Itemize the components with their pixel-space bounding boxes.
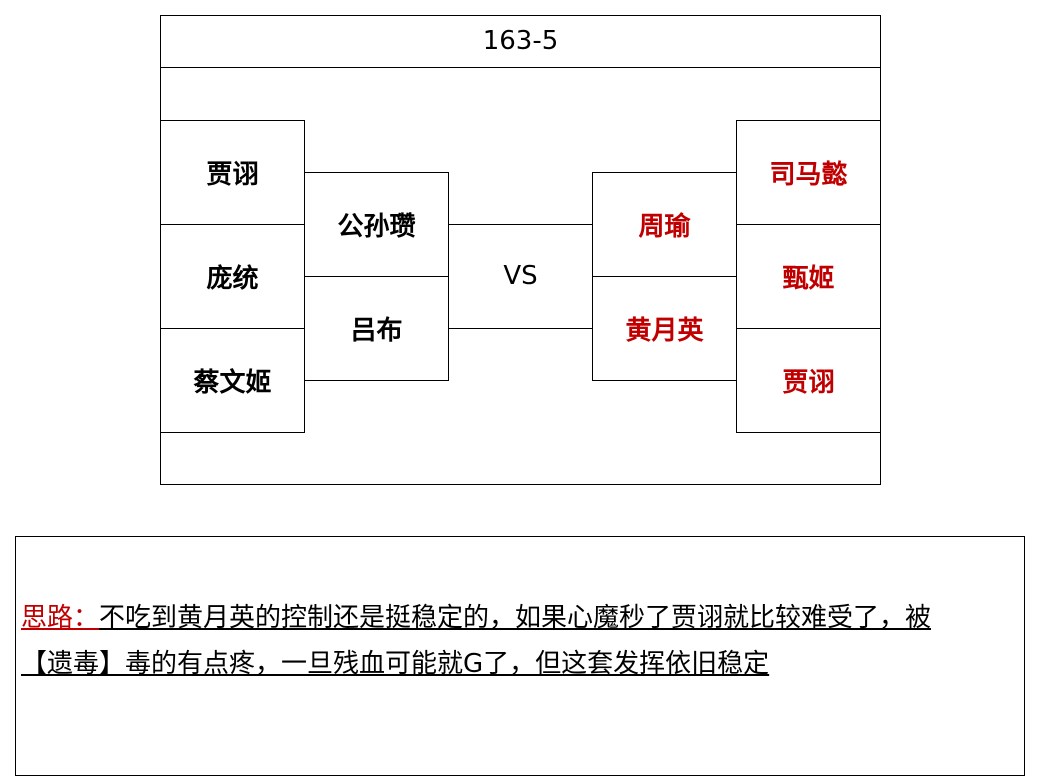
right-outer-2: 甄姬 [736,224,881,329]
connector-bottom [448,328,593,329]
right-outer-1: 司马懿 [736,120,881,225]
left-outer-1: 贾诩 [160,120,305,225]
note-line-1-text: 不吃到黄月英的控制还是挺稳定的，如果心魔秒了贾诩就比较难受了，被 [99,603,932,633]
title-divider [160,67,881,68]
left-inner-2: 吕布 [304,276,449,381]
right-inner-2: 黄月英 [592,276,737,381]
note-label: 思路： [21,603,100,633]
right-outer-3: 贾诩 [736,328,881,433]
left-outer-3: 蔡文姬 [160,328,305,433]
note-box [15,536,1025,776]
diagram-title: 163-5 [482,26,559,56]
left-outer-2: 庞统 [160,224,305,329]
note-line-2: 【遗毒】毒的有点疼，一旦残血可能就G了，但这套发挥依旧稳定 [21,641,1017,687]
vs-label: VS [503,261,538,291]
note-text: 思路：不吃到黄月英的控制还是挺稳定的，如果心魔秒了贾诩就比较难受了，被 【遗毒】… [21,595,1017,687]
left-inner-1: 公孙瓒 [304,172,449,277]
right-inner-1: 周瑜 [592,172,737,277]
connector-top [448,224,593,225]
note-line-1: 思路：不吃到黄月英的控制还是挺稳定的，如果心魔秒了贾诩就比较难受了，被 [21,595,1017,641]
note-line-2-text: 【遗毒】毒的有点疼，一旦残血可能就G了，但这套发挥依旧稳定 [21,649,770,679]
